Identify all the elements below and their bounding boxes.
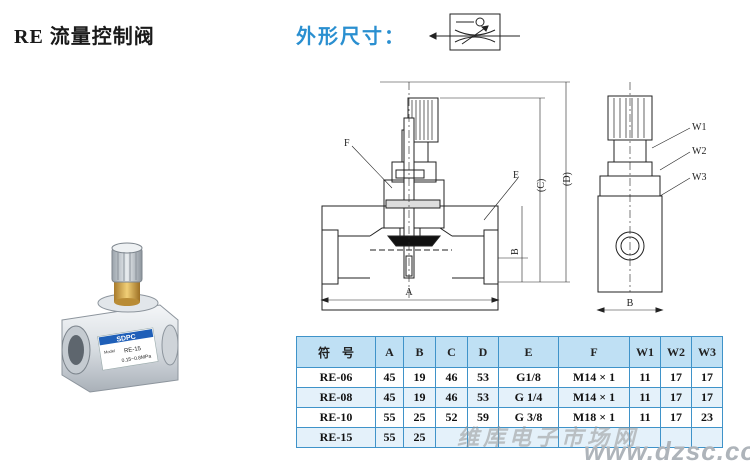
table-cell: 52 [435, 407, 468, 428]
header-cell: W3 [691, 336, 723, 368]
table-cell [498, 427, 559, 448]
table-cell: M14 × 1 [558, 367, 630, 388]
product-photo: SDPC Model RE-15 0.15~0.8MPa [61, 242, 179, 393]
label-model: RE-15 [124, 346, 142, 355]
table-cell: RE-10 [296, 407, 376, 428]
table-cell [435, 427, 468, 448]
table-cell [691, 427, 723, 448]
table-cell [558, 427, 630, 448]
table-cell: 45 [375, 367, 404, 388]
table-cell: RE-15 [296, 427, 376, 448]
header-cell: W2 [660, 336, 692, 368]
header-cell: W1 [629, 336, 661, 368]
table-cell: G 3/8 [498, 407, 559, 428]
table-cell: 17 [660, 367, 692, 388]
table-cell: 46 [435, 387, 468, 408]
table-cell: 11 [629, 387, 661, 408]
side-view-drawing [596, 82, 691, 313]
header-cell: A [375, 336, 404, 368]
table-cell: G1/8 [498, 367, 559, 388]
table-cell: 19 [403, 367, 436, 388]
watermark-url: www.dzsc.com [584, 436, 750, 466]
table-cell: 55 [375, 427, 404, 448]
front-label-b: B [510, 248, 521, 255]
table-cell: G 1/4 [498, 387, 559, 408]
table-cell: 53 [467, 387, 499, 408]
table-row: RE-08 45 19 46 53 G 1/4 M14 × 1 11 17 17 [296, 387, 723, 408]
front-view-drawing [320, 81, 570, 311]
table-cell [629, 427, 661, 448]
table-cell: 11 [629, 367, 661, 388]
table-cell: 23 [691, 407, 723, 428]
front-label-d: (D) [562, 172, 573, 186]
table-cell: 53 [467, 367, 499, 388]
table-cell: 45 [375, 387, 404, 408]
table-cell: 46 [435, 367, 468, 388]
table-cell: 17 [691, 367, 723, 388]
front-label-a: A [405, 287, 413, 298]
side-label-w1: W1 [692, 122, 706, 133]
front-label-c: (C) [536, 179, 547, 192]
table-cell: 25 [403, 407, 436, 428]
label-pressure: 0.15~0.8MPa [121, 353, 152, 364]
table-header-row: 符 号 A B C D E F W1 W2 W3 [296, 336, 723, 368]
side-label-w2: W2 [692, 146, 706, 157]
table-cell: 17 [691, 387, 723, 408]
flow-control-symbol [428, 13, 520, 51]
table-cell: RE-08 [296, 387, 376, 408]
front-label-f: F [344, 138, 350, 149]
label-brand: SDPC [116, 334, 136, 344]
side-label-b: B [627, 298, 634, 309]
label-model-caption: Model [104, 348, 116, 355]
header-cell: F [558, 336, 630, 368]
header-cell: 符 号 [296, 336, 376, 368]
page-title: RE 流量控制阀 [14, 26, 155, 48]
table-cell [467, 427, 499, 448]
table-cell: 17 [660, 407, 692, 428]
header-cell: D [467, 336, 499, 368]
side-label-w3: W3 [692, 172, 706, 183]
table-cell: 19 [403, 387, 436, 408]
table-cell: 59 [467, 407, 499, 428]
table-cell: RE-06 [296, 367, 376, 388]
table-cell: 17 [660, 387, 692, 408]
table-cell: M14 × 1 [558, 387, 630, 408]
watermark-chinese: 维库电子市场网 [457, 425, 640, 450]
table-row: RE-06 45 19 46 53 G1/8 M14 × 1 11 17 17 [296, 367, 723, 388]
header-cell: B [403, 336, 436, 368]
table-row: RE-15 55 25 [296, 427, 723, 448]
dimensions-table: 符 号 A B C D E F W1 W2 W3 RE-06 45 19 46 … [296, 336, 723, 448]
header-cell: E [498, 336, 559, 368]
dimensions-heading: 外形尺寸： [296, 24, 406, 48]
table-cell [660, 427, 692, 448]
front-label-e: E [513, 170, 519, 181]
table-cell: 25 [403, 427, 436, 448]
table-cell: 55 [375, 407, 404, 428]
header-cell: C [435, 336, 468, 368]
